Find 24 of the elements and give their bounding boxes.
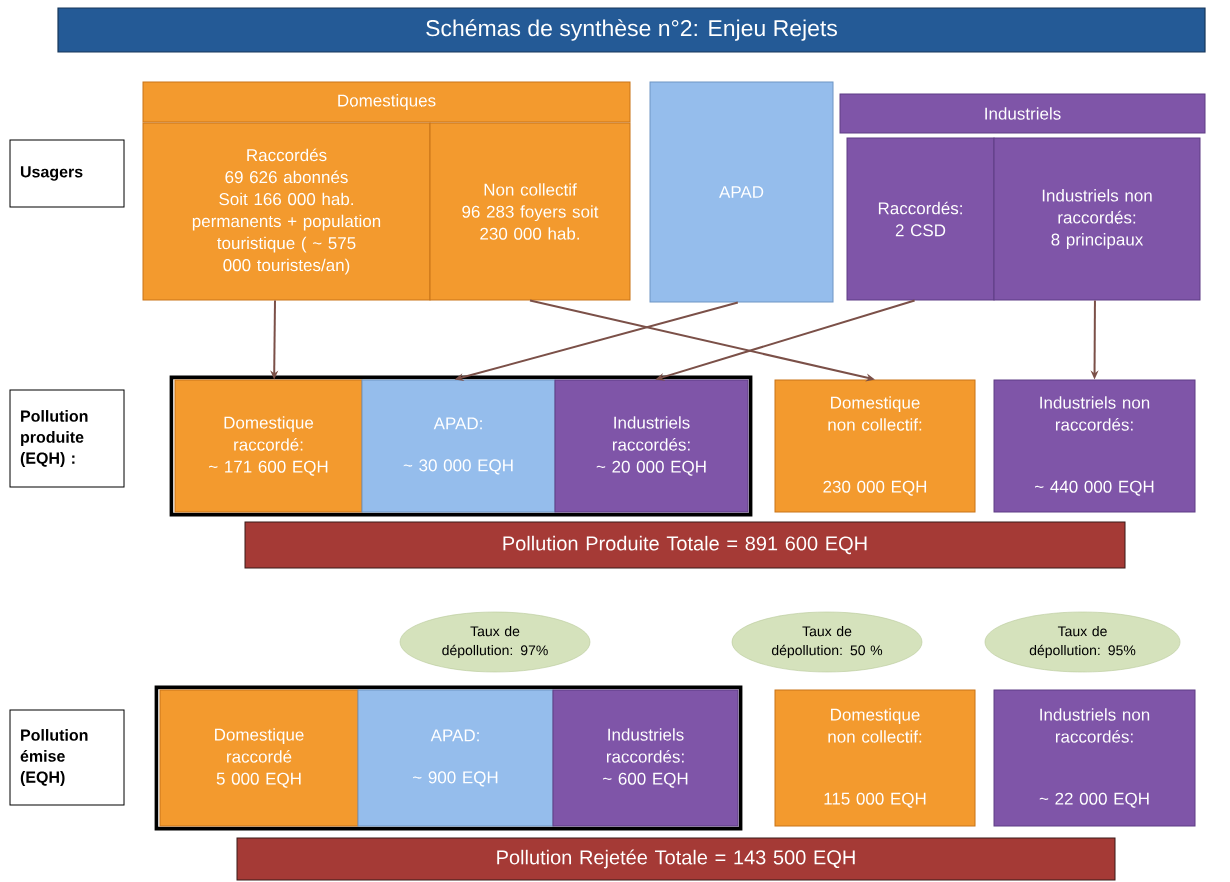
- row-label: Usagers: [9, 139, 125, 208]
- category-band: Industriels: [839, 93, 1206, 134]
- pollution-box: Domestique raccordé 5 000 EQH: [159, 689, 359, 827]
- category-box: APAD: [649, 81, 834, 303]
- row-label: Pollution émise (EQH): [9, 709, 125, 806]
- category-band: Domestiques: [142, 81, 631, 123]
- pollution-box: Industriels raccordés: ~ 600 EQH: [552, 689, 739, 827]
- title-band: Schémas de synthèse n°2: Enjeu Rejets: [57, 7, 1206, 53]
- category-box: Industriels non raccordés: 8 principaux: [993, 137, 1201, 301]
- group-frame: [155, 686, 742, 830]
- total-bar: Pollution Produite Totale = 891 600 EQH: [244, 521, 1126, 569]
- pollution-box: APAD: ~ 30 000 EQH: [361, 379, 556, 513]
- pollution-box: Domestique non collectif: 115 000 EQH: [774, 689, 976, 827]
- group-frame: [170, 376, 752, 516]
- pollution-box: Industriels non raccordés: ~ 22 000 EQH: [993, 689, 1196, 827]
- pollution-box: Domestique raccordé: ~ 171 600 EQH: [174, 379, 363, 513]
- total-bar: Pollution Rejetée Totale = 143 500 EQH: [236, 837, 1116, 881]
- category-box: Raccordés: 2 CSD: [846, 137, 995, 301]
- category-box: Non collectif 96 283 foyers soit 230 000 hab.: [429, 122, 631, 301]
- pollution-box: Domestique non collectif: 230 000 EQH: [774, 379, 976, 513]
- pollution-box: Industriels raccordés: ~ 20 000 EQH: [554, 379, 749, 513]
- row-label: Pollution produite (EQH) :: [9, 389, 125, 488]
- pollution-box: APAD: ~ 900 EQH: [357, 689, 554, 827]
- pollution-box: Industriels non raccordés: ~ 440 000 EQH: [993, 379, 1196, 513]
